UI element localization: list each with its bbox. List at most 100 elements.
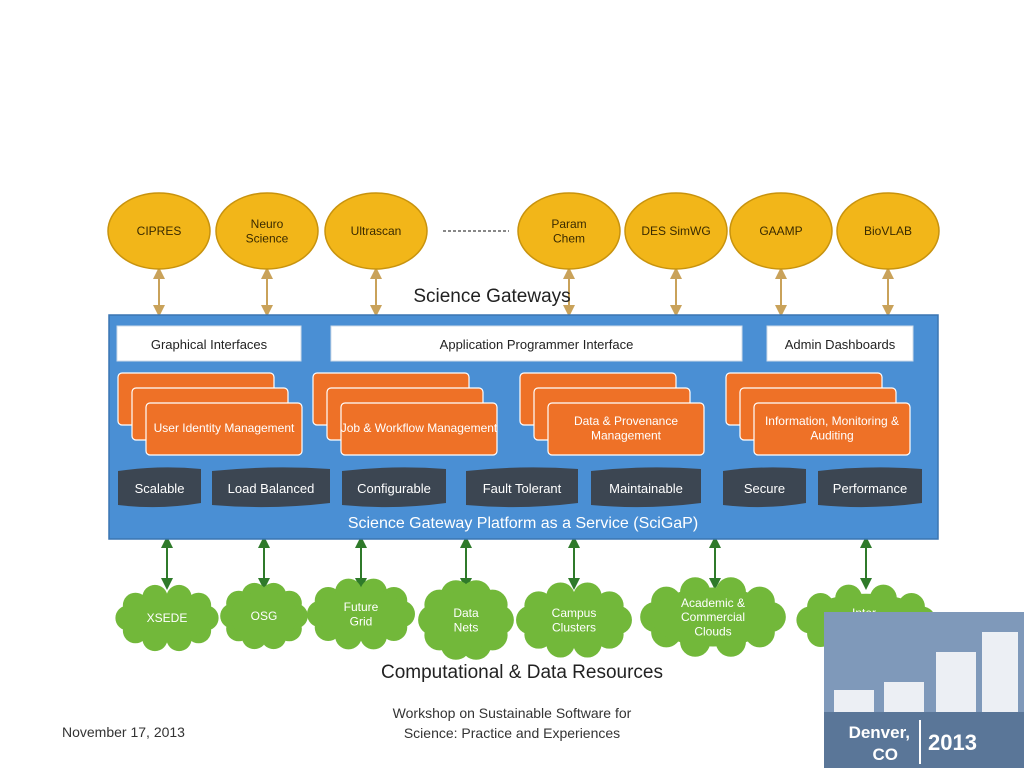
quality-banner-1: Load Balanced <box>212 467 330 508</box>
service-label: Information, Monitoring &Auditing <box>765 414 899 442</box>
resource-label-line: Clusters <box>552 620 596 634</box>
service-card <box>753 402 911 456</box>
resource-label-line: Nets <box>454 620 479 634</box>
footer-date: November 17, 2013 <box>62 724 185 740</box>
interface-rect <box>116 325 302 362</box>
interface-rect <box>330 325 743 362</box>
resource-label: XSEDE <box>147 611 188 625</box>
quality-label: Configurable <box>357 481 431 496</box>
logo-state: CO <box>873 745 899 764</box>
service-stacks: User Identity Management Job & Workflow M… <box>117 372 911 456</box>
resource-arrows <box>161 536 872 590</box>
quality-label: Fault Tolerant <box>483 481 562 496</box>
quality-shape <box>818 467 922 508</box>
resource-label-line: Grid <box>350 614 373 628</box>
cloud-body <box>430 590 502 650</box>
gateway-label-line: Neuro <box>251 217 284 231</box>
quality-banner-4: Maintainable <box>591 467 701 508</box>
quality-banner-3: Fault Tolerant <box>466 467 578 508</box>
resource-label-line: Academic & <box>681 596 745 610</box>
gateway-label: CIPRES <box>137 224 182 238</box>
quality-banner-2: Configurable <box>342 467 446 508</box>
quality-label: Scalable <box>135 481 185 496</box>
gateway-4: DES SimWG <box>624 192 728 270</box>
gateway-label-line: CIPRES <box>137 224 182 238</box>
gateway-label: Ultrascan <box>351 224 402 238</box>
service-label: Job & Workflow Management <box>341 421 498 435</box>
cloud-body <box>124 593 210 643</box>
gateway-ellipse <box>624 192 728 270</box>
gateway-ellipse <box>107 192 211 270</box>
interface-box-2: Admin Dashboards <box>766 325 914 362</box>
gateway-label-line: BioVLAB <box>864 224 912 238</box>
quality-shape <box>591 467 701 508</box>
logo-city: Denver, <box>849 723 910 742</box>
gateway-label-line: DES SimWG <box>641 224 710 238</box>
gateway-label-line: Ultrascan <box>351 224 402 238</box>
service-label-line: Job & Workflow Management <box>341 421 498 435</box>
quality-banner-6: Performance <box>818 467 922 508</box>
interface-label: Admin Dashboards <box>785 337 896 352</box>
quality-banners: Scalable Load Balanced Configurable Fault T… <box>118 467 922 508</box>
platform-title: Science Gateway Platform as a Service (S… <box>348 515 698 532</box>
service-label-line: User Identity Management <box>154 421 295 435</box>
quality-shape <box>723 467 806 508</box>
cloud-body <box>316 587 406 641</box>
service-label-line: Information, Monitoring & <box>765 414 899 428</box>
service-label-line: Auditing <box>810 428 853 442</box>
logo-year: 2013 <box>928 730 977 755</box>
service-card <box>145 402 303 456</box>
quality-label: Performance <box>833 481 907 496</box>
gateway-label: DES SimWG <box>641 224 710 238</box>
resource-label-line: OSG <box>251 609 278 623</box>
quality-banner-0: Scalable <box>118 467 201 508</box>
gateway-label-line: Param <box>551 217 586 231</box>
gateway-ellipse <box>836 192 940 270</box>
service-card <box>547 402 705 456</box>
gateway-label-line: Science <box>246 231 289 245</box>
resource-label-line: Campus <box>552 606 597 620</box>
cloud-body <box>230 591 298 641</box>
service-card <box>340 402 498 456</box>
service-stack-1: Job & Workflow Management <box>312 372 498 456</box>
resource-cloud-1: OSG <box>220 582 308 650</box>
resources-title: Computational & Data Resources <box>381 662 663 683</box>
quality-label: Maintainable <box>609 481 683 496</box>
quality-shape <box>212 467 330 508</box>
footer-workshop-title: Workshop on Sustainable Software for Sci… <box>362 703 662 743</box>
gateway-arrows <box>153 267 894 317</box>
footer-workshop-line1: Workshop on Sustainable Software for <box>392 705 632 721</box>
cloud-body <box>526 592 622 648</box>
service-label: User Identity Management <box>154 421 295 435</box>
gateway-6: BioVLAB <box>836 192 940 270</box>
quality-banner-5: Secure <box>723 467 806 508</box>
service-stack-3: Information, Monitoring &Auditing <box>725 372 911 456</box>
interface-box-0: Graphical Interfaces <box>116 325 302 362</box>
gateway-label: GAAMP <box>759 224 802 238</box>
gateway-ellipse <box>729 192 833 270</box>
gateway-2: Ultrascan <box>324 192 428 270</box>
quality-shape <box>118 467 201 508</box>
gateway-label-line: GAAMP <box>759 224 802 238</box>
gateway-0: CIPRES <box>107 192 211 270</box>
service-label-line: Management <box>591 428 662 442</box>
interface-rect <box>766 325 914 362</box>
gateway-label-line: Chem <box>553 231 585 245</box>
gateway-ellipse <box>324 192 428 270</box>
resource-cloud-0: XSEDE <box>115 584 219 652</box>
